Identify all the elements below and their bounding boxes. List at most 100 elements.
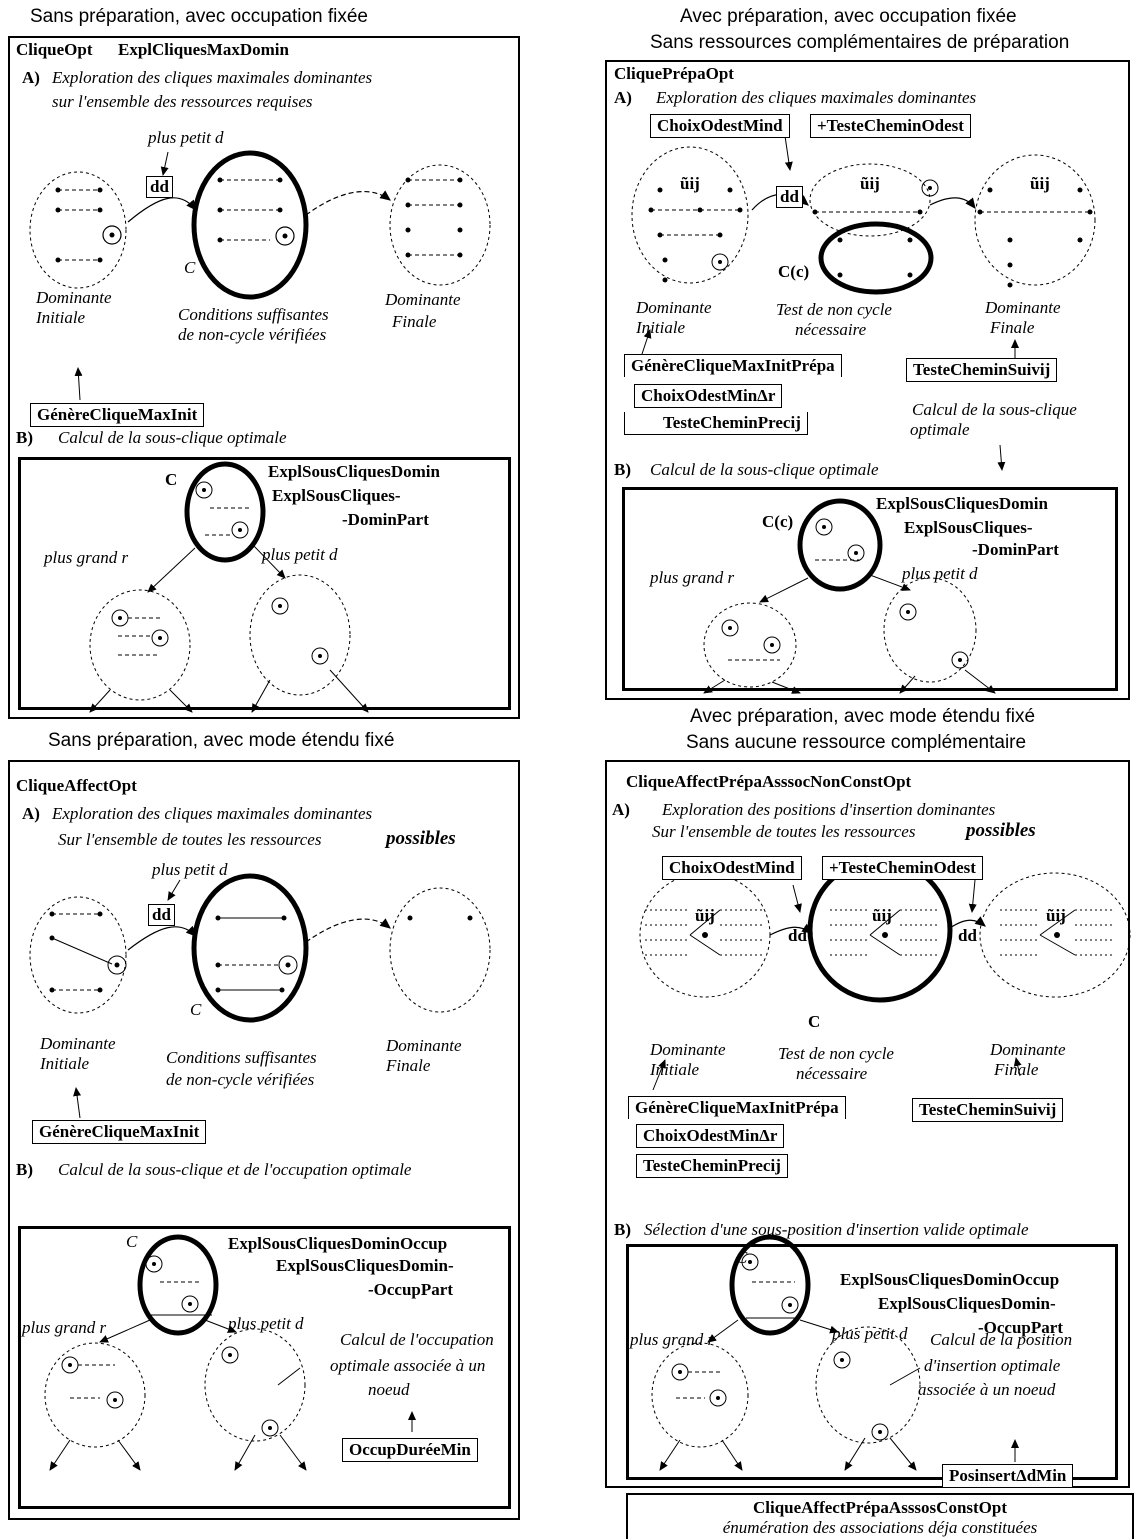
p1-clique-ellipse (191, 150, 309, 300)
p1-c-label: C (184, 258, 196, 277)
p2-test-1: Test de non cycle (776, 300, 892, 319)
p1-dom-init-2: Initiale (36, 308, 86, 327)
p2-b-label: B) (614, 460, 631, 479)
p2-dom-fin-1: Dominante (985, 298, 1061, 317)
p1-dd-box: dd (146, 176, 173, 198)
p1-title-clique-opt: CliqueOpt (16, 40, 93, 59)
p1-plus-petit-d-sub: plus petit d (262, 545, 338, 564)
p2-uij-2: ũij (860, 174, 880, 193)
p3-sub-c: C (126, 1232, 138, 1251)
panel4-heading-line1: Avec préparation, avec mode étendu fixé (690, 706, 1036, 727)
p2-calcul-1: Calcul de la sous-clique (912, 400, 1077, 419)
p3-dom-fin-2: Finale (386, 1056, 431, 1075)
p4-uij-2: ũij (872, 906, 892, 925)
p2-expl-3: -DominPart (972, 540, 1059, 559)
p4-calc-1: Calcul de la position (930, 1330, 1073, 1349)
p4-a-text2: Sur l'ensemble de toutes les ressources (652, 822, 916, 841)
p4-dom-fin-2: Finale (994, 1060, 1039, 1079)
p3-expl-3: -OccupPart (368, 1280, 453, 1299)
p1-dom-init-1: Dominante (36, 288, 112, 307)
p1-title-expl: ExplCliquesMaxDomin (118, 40, 289, 59)
p4-calc-2: d'insertion optimale (924, 1356, 1061, 1375)
p1-expl-2: ExplSousCliques- (272, 486, 401, 505)
p2-uij-3: ũij (1030, 174, 1050, 193)
p4-choix-min-box: ChoixOdestMinΔr (636, 1124, 785, 1148)
p3-plus-petit-d: plus petit d (228, 1314, 304, 1333)
p3-expl-2: ExplSousCliquesDomin- (276, 1256, 454, 1275)
panel-clique-affect-opt (8, 760, 520, 1520)
p4-plus-grand-r: plus grand r (630, 1330, 715, 1349)
p4-posinsert-box: PosinsertΔdMin (942, 1464, 1074, 1488)
p3-cond-1: Conditions suffisantes (166, 1048, 317, 1067)
p4-uij-3: ũij (1046, 906, 1066, 925)
p1-expl-3: -DominPart (342, 510, 429, 529)
p1-plus-petit-d: plus petit d (148, 128, 224, 147)
p3-genere-box: GénèreCliqueMaxInit (32, 1120, 207, 1144)
p4-dom-init-1: Dominante (650, 1040, 726, 1059)
panel2-heading-line1: Avec préparation, avec occupation fixée (680, 6, 1017, 27)
p4-genere-box: GénèreCliqueMaxInitPrépa (628, 1096, 846, 1119)
p1-sub-c: C (165, 470, 178, 489)
panel1-subclique-box (18, 457, 511, 710)
p4-a-label: A) (612, 800, 630, 819)
p2-a-label: A) (614, 88, 632, 107)
p4-sub-c: C (736, 1248, 748, 1267)
p3-a-text2-possibles: possibles (386, 828, 456, 849)
panel2-subclique-box (622, 487, 1118, 691)
p3-dom-init-2: Initiale (40, 1054, 90, 1073)
p3-calc-2: optimale associée à un (330, 1356, 486, 1375)
panel-clique-opt (8, 36, 520, 719)
panel-clique-prepa-opt (605, 60, 1130, 700)
p3-calc-3: noeud (368, 1380, 410, 1399)
p1-cond-1: Conditions suffisantes (178, 305, 329, 324)
p2-expl-2: ExplSousCliques- (904, 518, 1033, 537)
p3-b-text: Calcul de la sous-clique et de l'occupat… (58, 1160, 412, 1179)
p1-a-text2: sur l'ensemble des ressources requises (52, 92, 313, 111)
p2-teste-prec-box: TesteCheminPrecij (624, 412, 808, 435)
p3-a-label: A) (22, 804, 40, 823)
p3-occup-duree-min-box: OccupDuréeMin (342, 1438, 478, 1462)
p1-final-ellipse (389, 164, 491, 286)
p5-text: énumération des associations déja consti… (722, 1518, 1038, 1537)
p2-a-text: Exploration des cliques maximales domina… (656, 88, 977, 107)
p3-dd-box: dd (148, 904, 175, 926)
panel-clique-affect-prepa-nonconst-opt (605, 760, 1130, 1488)
p2-expl-1: ExplSousCliquesDomin (876, 494, 1048, 513)
p1-expl-1: ExplSousCliquesDomin (268, 462, 440, 481)
p2-plus-petit-d: plus petit d (902, 564, 978, 583)
p1-initial-ellipse (29, 171, 127, 289)
p4-test-2: nécessaire (796, 1064, 868, 1083)
p1-b-label: B) (16, 428, 33, 447)
p1-b-text: Calcul de la sous-clique optimale (58, 428, 287, 447)
p4-b-text: Sélection d'une sous-position d'insertio… (644, 1220, 1029, 1239)
p2-calcul-2: optimale (910, 420, 970, 439)
panel4-heading-line2: Sans aucune ressource complémentaire (686, 732, 1027, 753)
p4-test-1: Test de non cycle (778, 1044, 894, 1063)
p2-uij-1: ũij (680, 174, 700, 193)
p4-a-text1: Exploration des positions d'insertion do… (662, 800, 996, 819)
p1-plus-grand-r: plus grand r (44, 548, 129, 567)
p4-expl-3: -OccupPart (978, 1318, 1063, 1337)
panel1-heading: Sans préparation, avec occupation fixée (30, 6, 368, 27)
p3-plus-grand-r: plus grand r (22, 1318, 107, 1337)
panel-clique-affect-prepa-const-opt (626, 1493, 1134, 1539)
p2-genere-box: GénèreCliqueMaxInitPrépa (624, 354, 842, 377)
p4-c-label: C (808, 1012, 821, 1031)
p4-expl-2: ExplSousCliquesDomin- (878, 1294, 1056, 1313)
p2-teste-chemin-odest-box: +TesteCheminOdest (810, 114, 971, 138)
p1-genere-clique-max-init-box: GénèreCliqueMaxInit (30, 403, 205, 427)
p1-dom-fin-2: Finale (392, 312, 437, 331)
panel3-subclique-box (18, 1226, 511, 1509)
p1-cond-2: de non-cycle vérifiées (178, 325, 327, 344)
p2-dom-fin-2: Finale (990, 318, 1035, 337)
p2-plus-grand-r: plus grand r (650, 568, 735, 587)
panel2-heading-line2: Sans ressources complémentaires de prépa… (650, 32, 1070, 53)
p2-title: CliquePrépaOpt (614, 64, 734, 83)
p2-dd-box: dd (776, 186, 803, 208)
p3-a-text1: Exploration des cliques maximales domina… (52, 804, 373, 823)
p4-a-text2-possibles: possibles (966, 820, 1036, 841)
p3-b-label: B) (16, 1160, 33, 1179)
p3-cond-2: de non-cycle vérifiées (166, 1070, 315, 1089)
p3-calc-1: Calcul de l'occupation (340, 1330, 494, 1349)
panel4-subclique-box (626, 1244, 1118, 1480)
